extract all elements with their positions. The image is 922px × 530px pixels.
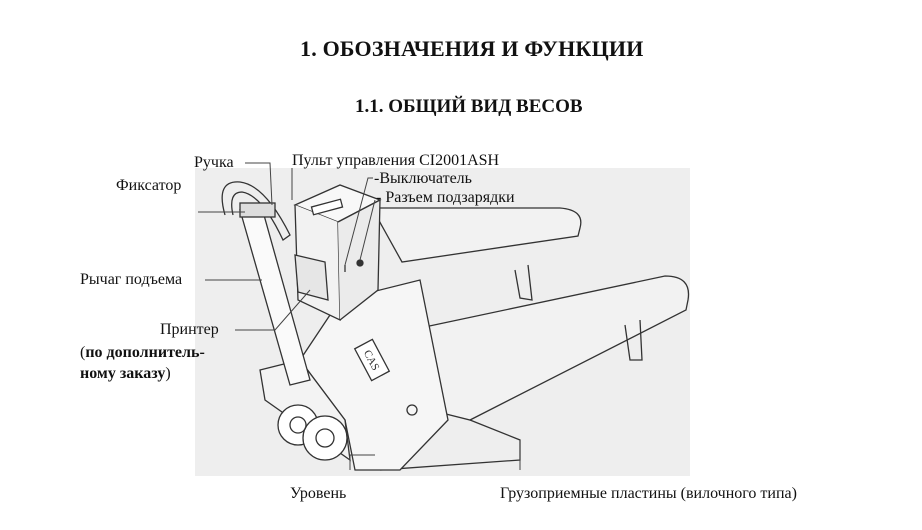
printer-note-bold-1: по дополнитель- (85, 344, 205, 361)
label-lift-lever: Рычаг подъема (80, 271, 183, 288)
handle (221, 181, 291, 241)
printer (294, 254, 329, 301)
label-lock: Фиксатор (116, 177, 182, 194)
label-printer-note-line2: ному заказу) (80, 364, 171, 384)
label-charger: - Разъем подзарядки (376, 189, 515, 206)
section-heading: 1. ОБОЗНАЧЕНИЯ И ФУНКЦИИ (300, 36, 644, 61)
paren-close: ) (165, 365, 171, 382)
label-control-panel: Пульт управления CI2001ASH (292, 152, 500, 169)
label-level: Уровень (290, 485, 347, 502)
upper-fork (370, 207, 582, 263)
wheel (302, 415, 348, 461)
label-printer-note-line1: (по дополнитель- (80, 343, 205, 363)
label-switch: -Выключатель (374, 170, 472, 187)
subsection-heading: 1.1. ОБЩИЙ ВИД ВЕСОВ (355, 96, 583, 117)
label-forks: Грузоприемные пластины (вилочного типа) (500, 485, 797, 502)
lower-fork (419, 275, 690, 421)
label-handle: Ручка (194, 154, 234, 171)
printer-note-bold-2: ному заказу (80, 365, 166, 382)
label-printer: Принтер (160, 321, 219, 338)
paren-open: ( (80, 344, 86, 361)
